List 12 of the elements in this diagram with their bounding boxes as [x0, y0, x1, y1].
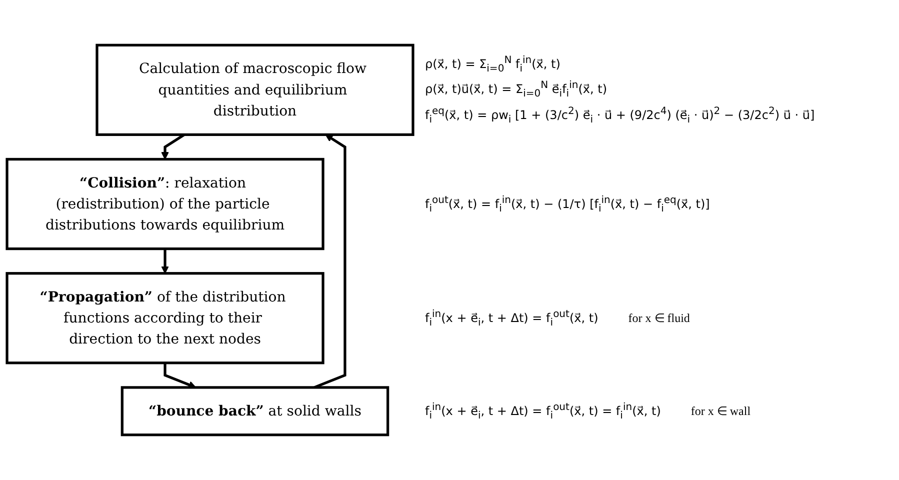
equation: f$_{i}$$^{in}$(x + e⃗$_{i}$, t + Δt) = f$_{i}$$^{out}$(x⃗, t)	[424, 308, 598, 328]
equation: f$_{i}$$^{out}$(x⃗, t) = f$_{i}$$^{in}$(x⃗, t) − (1/τ) [f$_{i}$$^{in}$(x⃗, t) − f$_{i}$$^{eq}$(x⃗, t)]	[424, 194, 710, 214]
condition-text: for x ∈ fluid	[628, 310, 690, 326]
process-box: “Propagation” of the distribution functions according to their direction to the next nodes	[6, 272, 324, 364]
equation: f$_{i}$$^{in}$(x + e⃗$_{i}$, t + Δt) = f$_{i}$$^{out}$(x⃗, t) = f$_{i}$$^{in}$(x⃗, t)	[424, 402, 661, 422]
equation: ρ(x⃗, t) = Σ$_{i=0}$$^{N}$ f$_{i}$$^{in}$(x⃗, t)	[424, 54, 560, 74]
condition-text: for x ∈ wall	[690, 404, 751, 419]
process-box: “Collision”: relaxation (redistribution) of the particle distributions towards equilibrium	[6, 158, 324, 250]
process-box: Calculation of macroscopic flow quantities and equilibrium distribution	[96, 44, 414, 136]
equation: ρ(x⃗, t)u⃗(x⃗, t) = Σ$_{i=0}$$^{N}$ e⃗$_{i}$f$_{i}$$^{in}$(x⃗, t)	[424, 80, 608, 100]
process-box: “bounce back” at solid walls	[120, 386, 390, 436]
equation: f$_{i}$$^{eq}$(x⃗, t) = ρw$_{i}$ [1 + (3/c$^{2}$) e⃗$_{i}$ · u⃗ + (9/2c$^{4}$) (e⃗$_{i}$ · u⃗)$^{2}$ − (3/2c$^{2}$) u⃗ · u⃗]	[424, 106, 815, 126]
